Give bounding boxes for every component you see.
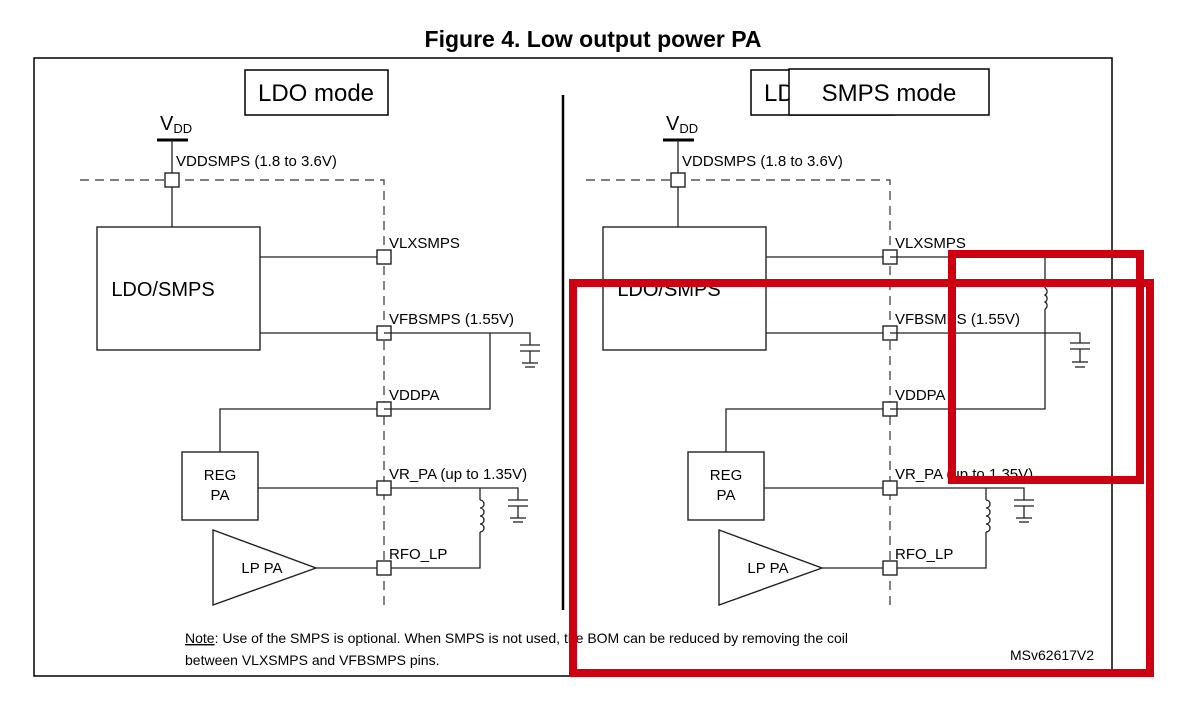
ldo-wiring <box>384 332 540 410</box>
chip-boundary <box>80 179 385 610</box>
lp-pa-amplifier <box>212 528 319 606</box>
pin-label-vfbsmps: VFBSMPS (1.55V) <box>389 311 514 328</box>
annotation-box-small <box>948 250 1144 484</box>
svg-text:REG: REG <box>204 467 237 484</box>
reg-pa-block <box>181 451 259 521</box>
pin-label-vr-pa: VR_PA (up to 1.35V) <box>389 466 527 483</box>
svg-text:PA: PA <box>211 487 230 504</box>
note-line-1: Note: Use of the SMPS is optional. When … <box>185 630 848 646</box>
inductor-icon <box>479 499 485 533</box>
pin-label-vddpa: VDDPA <box>389 387 440 404</box>
mode-label: LDO mode <box>258 80 374 107</box>
ldo-smps-label: LDO/SMPS <box>111 279 214 301</box>
svg-text:LP PA: LP PA <box>241 560 282 577</box>
inductor-icon <box>1043 287 1048 310</box>
pin-rfo-lp <box>376 560 392 576</box>
pin-vr-pa <box>376 480 392 496</box>
vdd-label: VDD <box>160 113 192 136</box>
pin-vddsmps <box>164 172 180 188</box>
reference-id: MSv62617V2 <box>1010 647 1094 663</box>
mode-panel-ldo: LDO mode VDD VDDSMPS (1.8 to 3.6V) LDO/S… <box>80 69 528 610</box>
capacitor-icon <box>508 499 528 523</box>
mode-panel-smps <box>584 68 1036 612</box>
mode-box <box>244 69 389 116</box>
mode-label-smps: SMPS mode <box>822 80 957 107</box>
pin-label-vlxsmps: VLXSMPS <box>389 235 460 252</box>
capacitor-icon <box>520 344 540 368</box>
note-line-2: between VLXSMPS and VFBSMPS pins. <box>185 652 439 668</box>
capacitor-icon <box>1070 342 1090 368</box>
pin-label-vddsmps: VDDSMPS (1.8 to 3.6V) <box>176 153 337 170</box>
pin-vlxsmps <box>376 249 392 265</box>
ldo-smps-block <box>96 226 261 351</box>
annotation-box-large <box>569 279 1154 677</box>
figure-title: Figure 4. Low output power PA <box>424 26 762 52</box>
pin-label-rfo-lp: RFO_LP <box>389 546 447 563</box>
